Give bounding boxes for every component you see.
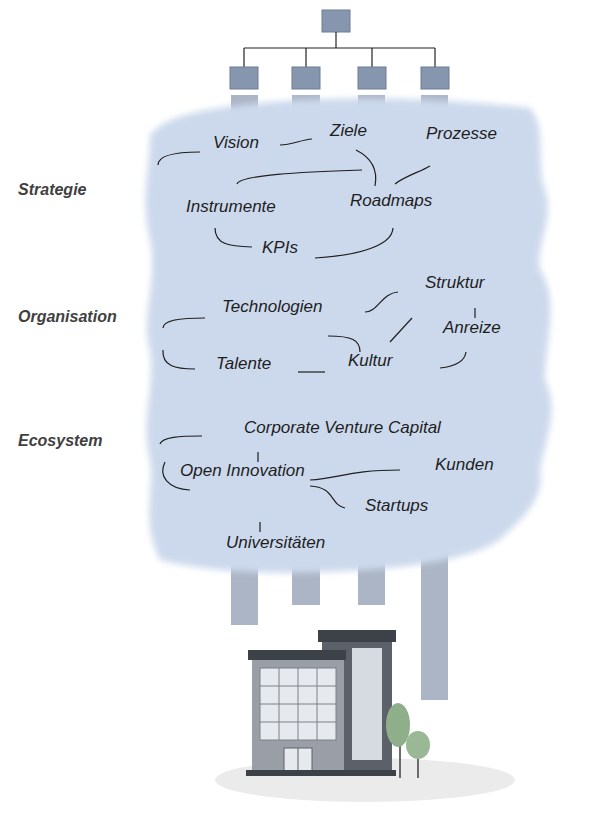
org-line bbox=[243, 48, 244, 67]
curve bbox=[310, 486, 345, 508]
org-box bbox=[292, 67, 320, 89]
curve bbox=[280, 139, 312, 145]
topic-label: Roadmaps bbox=[350, 191, 432, 211]
org-line bbox=[434, 48, 435, 67]
org-chart bbox=[230, 10, 449, 89]
tree bbox=[386, 703, 410, 747]
topic-label: Open Innovation bbox=[180, 461, 305, 481]
org-box bbox=[421, 67, 449, 89]
topic-label: KPIs bbox=[262, 238, 298, 258]
curve bbox=[328, 336, 360, 352]
topic-label: Kultur bbox=[348, 351, 392, 371]
curve bbox=[474, 308, 475, 318]
building bbox=[215, 630, 515, 802]
curve bbox=[163, 318, 205, 328]
section-label: Organisation bbox=[18, 307, 117, 327]
org-line bbox=[335, 32, 336, 48]
org-line bbox=[371, 48, 372, 67]
window-grid bbox=[260, 668, 336, 740]
curve bbox=[395, 166, 430, 184]
section-label: Ecosystem bbox=[18, 431, 103, 451]
org-line bbox=[305, 48, 306, 67]
org-box bbox=[230, 67, 258, 89]
topic-label: Corporate Venture Capital bbox=[244, 418, 441, 438]
base bbox=[246, 770, 396, 776]
org-box bbox=[322, 10, 350, 32]
curve bbox=[215, 228, 252, 247]
block bbox=[252, 660, 344, 775]
org-line bbox=[244, 47, 435, 48]
curve bbox=[310, 470, 400, 480]
roof bbox=[248, 650, 346, 660]
curve bbox=[160, 436, 202, 444]
curves bbox=[158, 139, 475, 532]
curve bbox=[163, 350, 195, 369]
curve bbox=[315, 228, 393, 258]
topic-label: Vision bbox=[213, 133, 259, 153]
topic-label: Struktur bbox=[425, 273, 485, 293]
curve bbox=[259, 522, 260, 532]
topic-label: Universitäten bbox=[226, 533, 325, 553]
section-label: Strategie bbox=[18, 180, 86, 200]
topic-label: Prozesse bbox=[426, 124, 497, 144]
curve bbox=[390, 318, 412, 342]
curve bbox=[158, 152, 200, 165]
topic-label: Startups bbox=[365, 496, 428, 516]
curve bbox=[298, 371, 325, 372]
topic-label: Talente bbox=[216, 354, 271, 374]
org-box bbox=[358, 67, 386, 89]
topic-label: Ziele bbox=[330, 121, 367, 141]
tree bbox=[406, 731, 430, 759]
curve bbox=[237, 170, 362, 184]
topic-label: Technologien bbox=[222, 297, 323, 317]
curve bbox=[440, 352, 466, 368]
window-strip bbox=[352, 648, 382, 760]
roof bbox=[318, 630, 396, 642]
curve bbox=[365, 292, 398, 312]
cloud bbox=[146, 98, 552, 572]
topic-label: Instrumente bbox=[186, 197, 276, 217]
curve bbox=[356, 150, 376, 186]
curve bbox=[257, 452, 258, 462]
topic-label: Anreize bbox=[443, 318, 501, 338]
window-lines bbox=[260, 668, 336, 740]
topic-label: Kunden bbox=[435, 455, 494, 475]
